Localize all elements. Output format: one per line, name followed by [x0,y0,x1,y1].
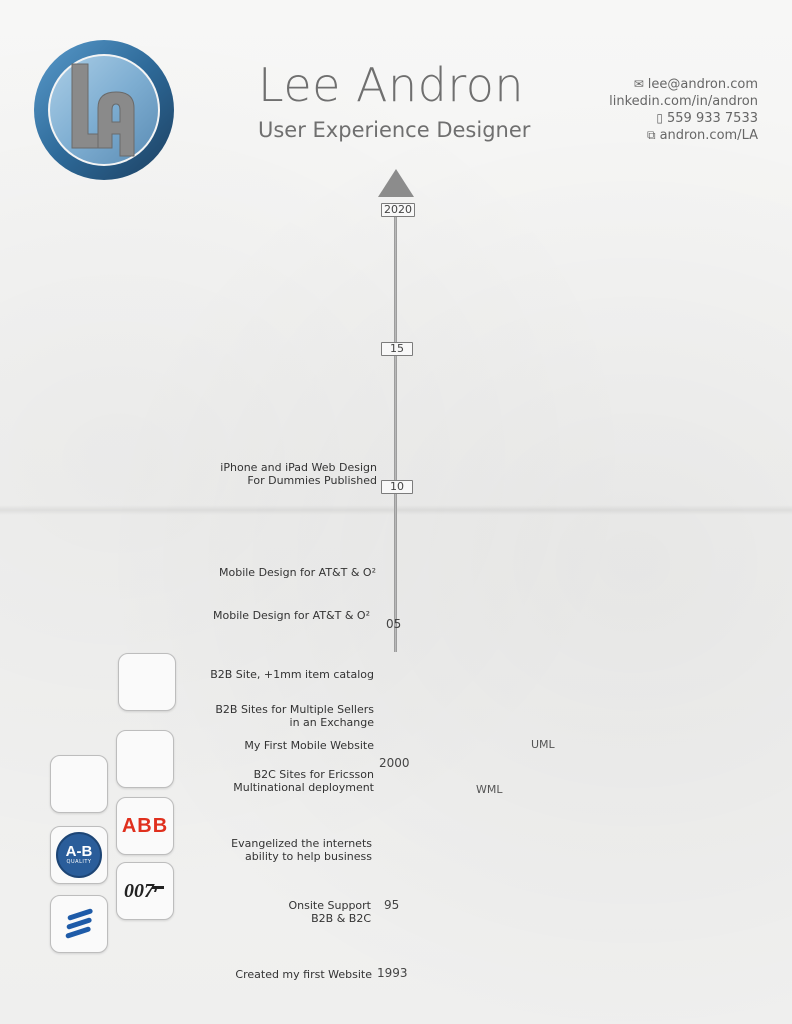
la-logo [30,36,178,184]
event-line: B2B Sites for Multiple Sellers [215,703,374,716]
contact-linkedin[interactable]: linkedin.com/in/andron [609,94,758,109]
event-line: B2B & B2C [311,912,371,925]
contact-website[interactable]: andron.com/LA [659,128,758,143]
timeline-axis [394,212,397,652]
event-mobile-att-1: Mobile Design for AT&T & O² [218,566,376,579]
event-b2b-catalog: B2B Site, +1mm item catalog [210,668,374,681]
allen-bradley-logo: A-B QUALITY [50,826,108,884]
allen-bradley-logo-text: A-B [65,843,93,860]
007-logo-text: 007 [124,879,154,902]
event-line: iPhone and iPad Web Design [220,461,377,474]
phone-icon: ▯ [656,111,664,125]
client-logo-tile-blank [50,755,108,813]
abb-logo: ABB [116,797,174,855]
ericsson-icon [65,908,93,939]
event-first-website: Created my first Website [235,968,372,981]
pistol-icon [152,886,164,892]
job-title: User Experience Designer [258,118,531,142]
contact-linkedin-row[interactable]: linkedin.com/in/andron [609,93,758,110]
tag-wml: WML [476,783,503,796]
007-logo: 007 [116,862,174,920]
year-95: 95 [384,898,400,912]
event-line: Onsite Support [288,899,371,912]
event-iphone-book: iPhone and iPad Web Design For Dummies P… [220,461,377,487]
year-10: 10 [381,480,413,494]
tag-uml: UML [531,738,555,751]
event-line: B2C Sites for Ericsson [253,768,374,781]
ericsson-logo [50,895,108,953]
event-line: Multinational deployment [233,781,374,794]
event-evangelized: Evangelized the internets ability to hel… [231,837,372,863]
year-2000: 2000 [379,756,410,770]
envelope-icon: ✉ [633,77,644,91]
client-logo-tile-blank [118,653,176,711]
timeline-arrow-icon [378,169,414,197]
allen-bradley-logo-sub: QUALITY [66,859,92,865]
year-05: 05 [386,617,402,631]
event-onsite-support: Onsite Support B2B & B2C [289,899,371,925]
year-15: 15 [381,342,413,356]
contact-email[interactable]: lee@andron.com [647,77,758,92]
abb-logo-text: ABB [121,814,169,837]
devices-icon: ⧉ [647,128,656,142]
event-line: For Dummies Published [247,474,377,487]
event-mobile-att-2: Mobile Design for AT&T & O² [212,609,370,622]
year-2020: 2020 [381,203,415,217]
contact-email-row[interactable]: ✉lee@andron.com [609,76,758,93]
person-name: Lee Andron [258,58,525,112]
contact-phone-row: ▯559 933 7533 [609,110,758,127]
year-1993: 1993 [377,966,408,980]
event-ericsson: B2C Sites for Ericsson Multinational dep… [233,768,374,794]
event-line: ability to help business [245,850,372,863]
contact-block: ✉lee@andron.com linkedin.com/in/andron ▯… [609,76,758,144]
event-b2b-exchange: B2B Sites for Multiple Sellers in an Exc… [215,703,374,729]
client-logo-tile-blank [116,730,174,788]
event-line: in an Exchange [289,716,374,729]
contact-phone: 559 933 7533 [667,111,758,126]
contact-website-row[interactable]: ⧉andron.com/LA [609,127,758,144]
event-first-mobile: My First Mobile Website [244,739,374,752]
event-line: Evangelized the internets [231,837,372,850]
